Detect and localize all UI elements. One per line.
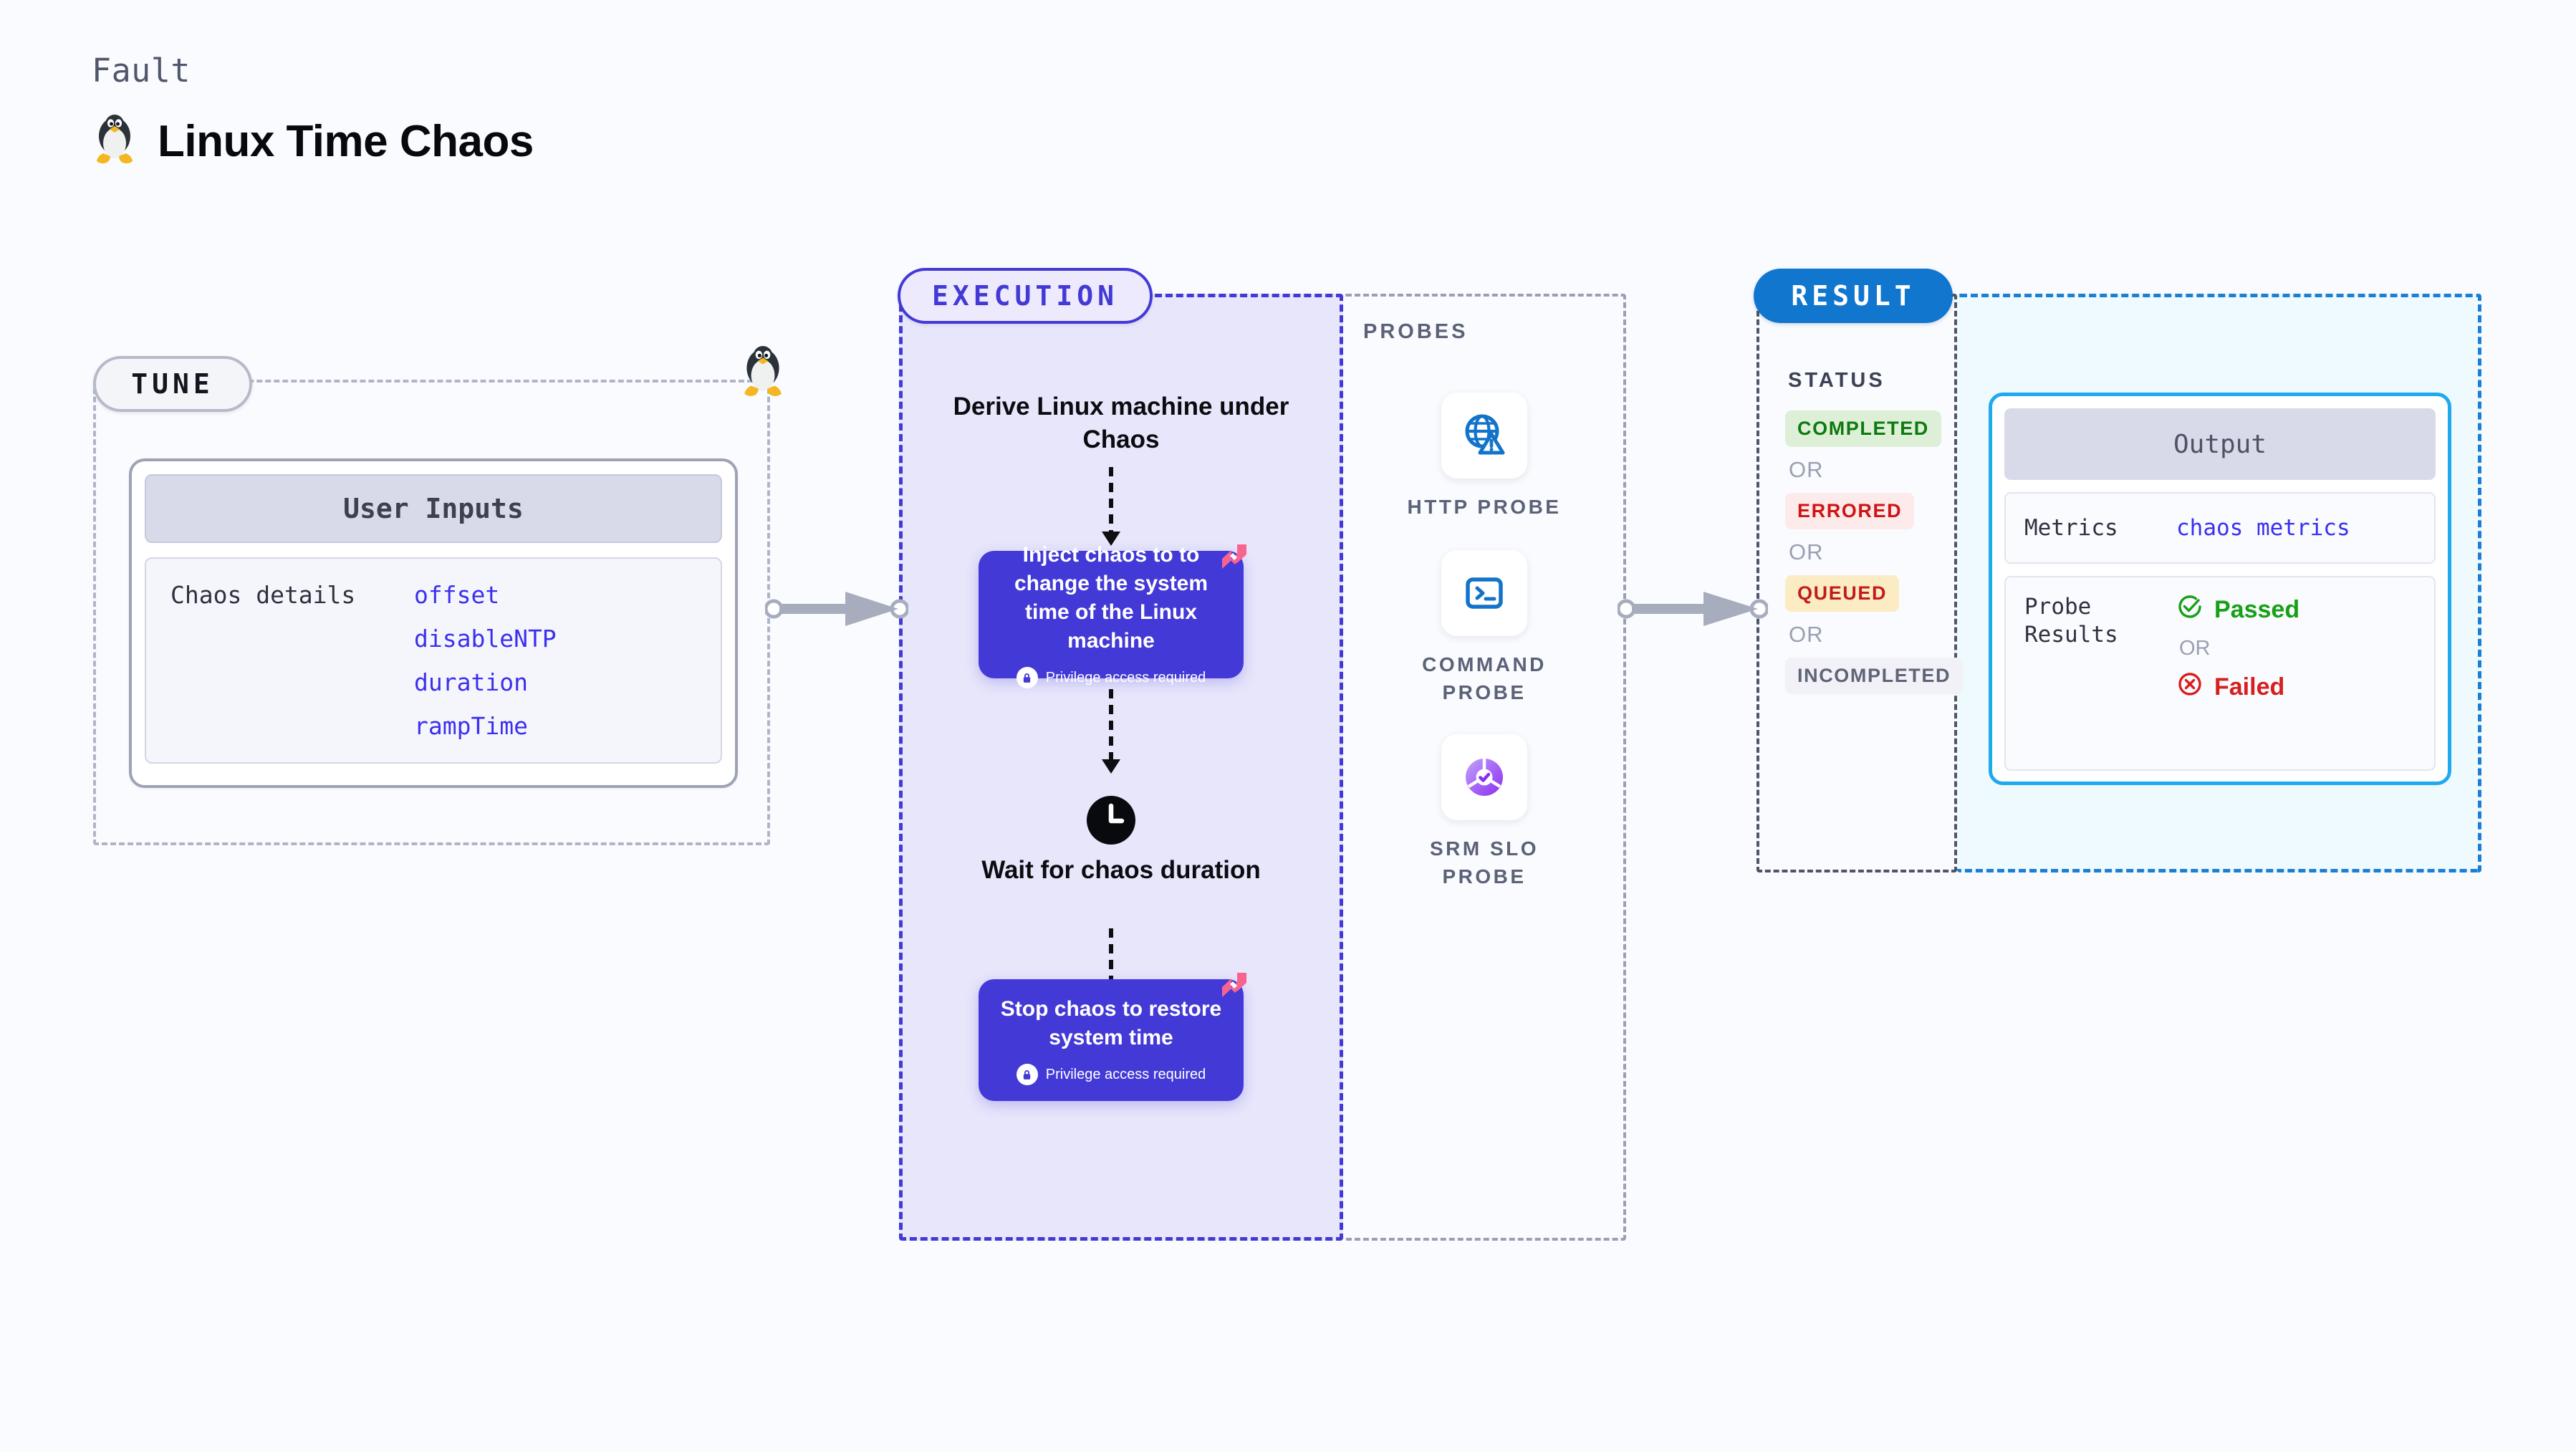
inject-chaos-card[interactable]: Inject chaos to to change the system tim… — [979, 543, 1244, 689]
param-disablentp[interactable]: disableNTP — [414, 625, 557, 653]
tux-penguin-icon — [739, 346, 787, 404]
inject-privilege-note: Privilege access required — [1016, 667, 1206, 689]
status-badge-completed: COMPLETED — [1785, 410, 1941, 447]
probe-label-srm-slo: SRM SLO PROBE — [1429, 837, 1539, 888]
clock-icon — [1085, 794, 1138, 850]
probes-region — [1343, 294, 1626, 1241]
status-title: STATUS — [1788, 369, 1885, 392]
param-ramptime[interactable]: rampTime — [414, 712, 528, 740]
chaos-details-label: Chaos details — [170, 581, 356, 609]
page-title: Linux Time Chaos — [158, 116, 534, 166]
inject-chaos-text: Inject chaos to to change the system tim… — [1014, 542, 1208, 653]
stop-chaos-text: Stop chaos to restore system time — [1000, 996, 1222, 1049]
chaos-params-list: offset disableNTP duration rampTime — [414, 583, 557, 762]
flow-arrow-line-2 — [1109, 689, 1113, 764]
output-card: Output Metrics chaos metrics Probe Resul… — [1989, 393, 2451, 785]
probe-result-or: OR — [2179, 637, 2211, 660]
status-or-1: OR — [1789, 457, 1824, 482]
param-duration[interactable]: duration — [414, 668, 528, 696]
connector-tune-to-execution — [764, 587, 910, 634]
execution-section-pill[interactable]: EXECUTION — [898, 268, 1153, 324]
status-list: COMPLETED OR ERRORED OR QUEUED OR INCOMP… — [1785, 410, 1964, 694]
metrics-key: Metrics — [2024, 514, 2118, 541]
stop-privilege-label: Privilege access required — [1045, 1066, 1206, 1082]
status-or-2: OR — [1789, 539, 1824, 564]
output-title: Output — [2004, 408, 2436, 480]
page-eyebrow: Fault — [92, 52, 191, 90]
passed-label: Passed — [2214, 596, 2300, 623]
param-offset[interactable]: offset — [414, 581, 500, 609]
probe-item-srm-slo[interactable]: SRM SLO PROBE — [1395, 734, 1574, 890]
execution-step-heading: Derive Linux machine under Chaos — [953, 393, 1289, 454]
result-section-pill[interactable]: RESULT — [1754, 269, 1953, 323]
flow-arrow-line-1 — [1109, 467, 1113, 536]
flow-arrow-line-3 — [1109, 928, 1113, 994]
probe-result-passed: Passed — [2176, 593, 2299, 627]
probe-result-failed: Failed — [2176, 670, 2299, 704]
stop-privilege-note: Privilege access required — [1016, 1064, 1206, 1086]
slo-donut-check-icon — [1441, 734, 1527, 820]
probe-item-http[interactable]: HTTP PROBE — [1395, 393, 1574, 521]
tune-section-pill[interactable]: TUNE — [93, 356, 252, 412]
flow-arrow-head-2 — [1102, 759, 1120, 774]
output-row-probe-results: Probe Results Passed OR — [2004, 576, 2436, 771]
connector-probes-to-result — [1616, 587, 1769, 634]
status-badge-queued: QUEUED — [1785, 575, 1900, 612]
x-circle-icon — [2176, 670, 2203, 704]
flow-arrow-head-1 — [1102, 532, 1120, 546]
output-row-metrics: Metrics chaos metrics — [2004, 492, 2436, 564]
status-or-3: OR — [1789, 622, 1824, 647]
lock-icon — [1016, 1064, 1038, 1086]
chaos-details-body: Chaos details offset disableNTP duration… — [145, 557, 722, 764]
metrics-value-link[interactable]: chaos metrics — [2176, 515, 2350, 541]
probe-results-values: Passed OR Failed — [2176, 593, 2299, 704]
terminal-icon — [1441, 550, 1527, 636]
page-title-row: Linux Time Chaos — [92, 115, 534, 168]
wait-for-duration-label: Wait for chaos duration — [981, 856, 1261, 884]
tux-penguin-icon — [92, 115, 138, 168]
harness-logo-icon — [1216, 539, 1253, 580]
probe-results-key: Probe Results — [2024, 594, 2118, 648]
globe-warning-icon — [1441, 393, 1527, 479]
probe-label-command: COMMAND PROBE — [1422, 653, 1547, 704]
harness-logo-icon — [1216, 967, 1253, 1008]
stop-chaos-card[interactable]: Stop chaos to restore system time Privil… — [979, 979, 1244, 1101]
status-badge-errored: ERRORED — [1785, 493, 1915, 529]
user-inputs-card: User Inputs Chaos details offset disable… — [129, 458, 738, 788]
lock-icon — [1016, 667, 1038, 689]
probe-label-http: HTTP PROBE — [1407, 496, 1562, 518]
probes-title: PROBES — [1363, 320, 1469, 343]
inject-privilege-label: Privilege access required — [1045, 669, 1206, 686]
user-inputs-title: User Inputs — [145, 474, 722, 543]
check-circle-icon — [2176, 593, 2203, 627]
probe-item-command[interactable]: COMMAND PROBE — [1395, 550, 1574, 706]
status-badge-incompleted: INCOMPLETED — [1785, 658, 1964, 694]
failed-label: Failed — [2214, 673, 2285, 701]
